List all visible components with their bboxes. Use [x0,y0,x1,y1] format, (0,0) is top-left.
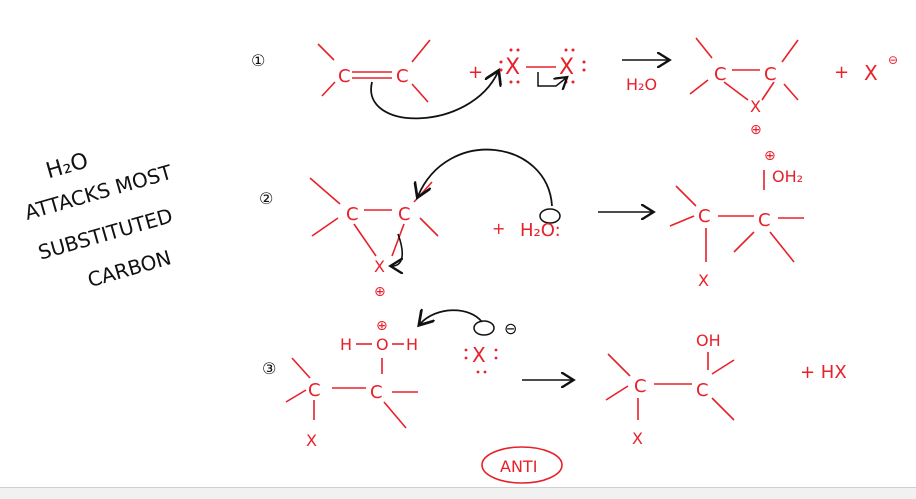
halide-x: X [472,343,486,367]
side-note-line-4: CARBON [85,245,174,292]
alcohol-skeleton [605,352,735,421]
step-3-carbon-2: C [370,382,383,403]
halide-dots [464,348,498,374]
intermediate-carbon-2: C [398,204,411,225]
intermediate-charge: ⊕ [374,284,386,300]
step-3-x: X [306,431,317,450]
curved-arrow-bond-to-x [537,72,566,86]
anti-oval [481,446,563,484]
intermediate-x: X [374,257,385,276]
side-note: H₂O ATTACKS MOST SUBSTITUTED CARBON [22,148,176,292]
halonium-x: X [750,97,761,116]
alcohol-oh: OH [696,331,721,350]
alkene-carbon-2: C [396,66,409,87]
halonium-carbon-1: C [714,64,727,85]
alcohol-carbon-1: C [634,376,647,397]
step-2-plus: + [492,219,505,238]
step-3-skeleton [285,357,418,429]
byproduct-hx: + HX [800,362,847,383]
side-note-line-1: H₂O [43,148,91,184]
halide-charge: ⊖ [504,319,517,338]
byproduct-x-charge: ⊖ [888,53,898,67]
oxonium-product [669,170,804,263]
halogen-x-2: X [559,55,574,80]
step-3-o-charge: ⊕ [376,318,388,334]
condition-water: H₂O [626,75,657,94]
halonium-intermediate [309,177,439,257]
step-3-o: O [376,335,389,354]
halonium-product [689,37,799,101]
step-2-number: ② [259,189,273,208]
step-1-number: ① [251,51,265,70]
water-nucleophile: H₂O: [520,220,561,241]
step-1: ① C C + X X H₂O [251,37,898,138]
halogen-x-1: X [505,55,520,80]
alkene [317,39,431,103]
byproduct-plus-1: + [834,62,849,83]
step-3-number: ③ [262,359,276,378]
step-3-h-right: H [406,335,418,354]
oxonium-charge: ⊕ [764,148,776,164]
step-3: ③ H O H ⊕ C C X ⊖ X OH [262,310,847,450]
alcohol-x: X [632,429,643,448]
halonium-carbon-2: C [764,64,777,85]
curved-arrow-water-to-carbon [418,148,553,207]
step-3-carbon-1: C [308,380,321,401]
oxonium-carbon-2: C [758,210,771,231]
anti-label: ANTI [500,457,537,476]
lone-pair-circle [539,208,561,224]
alcohol-carbon-2: C [696,380,709,401]
oxonium-oh2: OH₂ [772,167,803,186]
curved-arrow-base-to-h [420,310,483,324]
intermediate-carbon-1: C [346,204,359,225]
step-2: ② C C X ⊕ + H₂O: [259,148,804,300]
bottom-scroll-bar [0,487,916,499]
curved-arrow-bond-to-x-2 [392,233,402,266]
step-1-plus: + [468,62,483,83]
oxonium-carbon-1: C [698,206,711,227]
curved-arrow-pi-to-halogen [370,72,498,120]
step-3-h-left: H [340,335,352,354]
alkene-carbon-1: C [338,66,351,87]
halide-lone-pair-circle [473,320,495,336]
oxonium-x: X [698,271,709,290]
byproduct-x: X [864,61,878,85]
lone-pair-dots [499,48,586,84]
halonium-charge: ⊕ [750,122,762,138]
